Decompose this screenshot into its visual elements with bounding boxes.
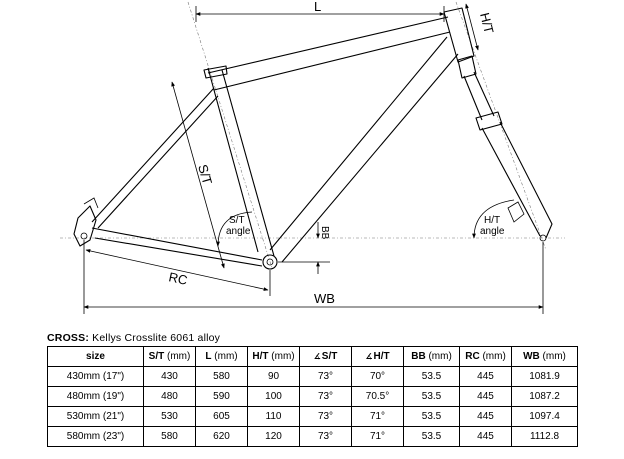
fork-lower [481, 121, 553, 239]
model-heading: CROSS: Kellys Crosslite 6061 alloy [47, 332, 220, 344]
head-tube [443, 7, 475, 63]
cell-bb: 53.5 [403, 426, 460, 447]
cell-st-angle: 73° [299, 366, 352, 387]
cell-ht-angle: 70° [351, 366, 404, 387]
cell-ht-angle: 70.5° [351, 386, 404, 407]
cell-st: 480 [143, 386, 196, 407]
label-l: L [314, 0, 321, 14]
table-header-row: size S/T (mm) L (mm) H/T (mm) ∡S/T ∡H/T … [47, 346, 578, 367]
header-st: S/T (mm) [143, 346, 196, 367]
label-st-angle-1: S/T [229, 215, 245, 226]
header-ht: H/T (mm) [247, 346, 300, 367]
rear-axle [80, 232, 88, 240]
cell-ht: 110 [247, 406, 300, 427]
cell-rc: 445 [459, 366, 512, 387]
label-st-angle-2: angle [226, 226, 251, 237]
cell-wb: 1097.4 [511, 406, 578, 427]
angle-icon: ∡ [365, 352, 373, 361]
cell-rc: 445 [459, 386, 512, 407]
table-row: 530mm (21") 530 605 110 73° 71° 53.5 445… [47, 406, 578, 427]
cell-rc: 445 [459, 406, 512, 427]
seat-collar [203, 65, 228, 79]
cell-l: 590 [195, 386, 248, 407]
seat-tube-axis [187, 1, 273, 269]
header-l: L (mm) [195, 346, 248, 367]
label-wb: WB [314, 291, 335, 306]
label-st: S/T [195, 163, 215, 187]
rear-dropout [73, 205, 97, 247]
label-ht: H/T [477, 11, 497, 35]
label-ht-angle-1: H/T [484, 215, 500, 226]
cell-st: 580 [143, 426, 196, 447]
cell-bb: 53.5 [403, 386, 460, 407]
ht-dimension-line [465, 3, 479, 51]
cell-l: 580 [195, 366, 248, 387]
table-row: 430mm (17") 430 580 90 73° 70° 53.5 445 … [47, 366, 578, 387]
label-ht-angle-2: angle [480, 226, 505, 237]
fork-stanchion [463, 71, 495, 121]
front-brake-mount [507, 201, 525, 223]
cell-size: 580mm (23") [47, 426, 144, 447]
rc-dimension-line [85, 249, 269, 291]
down-tube [269, 36, 459, 263]
header-bb: BB (mm) [403, 346, 460, 367]
frame-geometry-diagram: L H/T S/T S/T angle H/T angle BB RC WB [60, 0, 565, 314]
header-size: size [47, 346, 144, 367]
cell-ht: 90 [247, 366, 300, 387]
cell-ht: 120 [247, 426, 300, 447]
cell-ht-angle: 71° [351, 426, 404, 447]
cell-ht-angle: 71° [351, 406, 404, 427]
label-bb: BB [319, 226, 330, 240]
cell-st: 430 [143, 366, 196, 387]
cell-l: 605 [195, 406, 248, 427]
cell-l: 620 [195, 426, 248, 447]
header-rc: RC (mm) [459, 346, 512, 367]
front-axle [539, 234, 547, 242]
table-row: 480mm (19") 480 590 100 73° 70.5° 53.5 4… [47, 386, 578, 407]
fork-crown [475, 111, 503, 131]
model-prefix: CROSS: [47, 332, 90, 344]
cell-wb: 1087.2 [511, 386, 578, 407]
cell-ht: 100 [247, 386, 300, 407]
header-st-angle: ∡S/T [299, 346, 352, 367]
geometry-table: size S/T (mm) L (mm) H/T (mm) ∡S/T ∡H/T … [47, 346, 578, 447]
cell-size: 530mm (21") [47, 406, 144, 427]
cell-size: 480mm (19") [47, 386, 144, 407]
model-name: Kellys Crosslite 6061 alloy [89, 332, 221, 344]
ht-angle-arc [472, 199, 515, 239]
cell-bb: 53.5 [403, 406, 460, 427]
seat-stays [91, 87, 219, 229]
cell-wb: 1112.8 [511, 426, 578, 447]
cell-bb: 53.5 [403, 366, 460, 387]
table-row: 580mm (23") 580 620 120 73° 71° 53.5 445… [47, 426, 578, 447]
cell-st-angle: 73° [299, 386, 352, 407]
st-dimension-line [171, 81, 225, 269]
header-wb: WB (mm) [511, 346, 578, 367]
cell-size: 430mm (17") [47, 366, 144, 387]
top-tube [207, 16, 451, 91]
label-rc: RC [167, 269, 188, 288]
cell-rc: 445 [459, 426, 512, 447]
angle-icon: ∡ [313, 352, 321, 361]
cell-st: 530 [143, 406, 196, 427]
rear-brake-mount [83, 197, 99, 209]
cell-wb: 1081.9 [511, 366, 578, 387]
cell-st-angle: 73° [299, 426, 352, 447]
steerer-headset [457, 55, 477, 79]
st-angle-arc [216, 211, 253, 247]
cell-st-angle: 73° [299, 406, 352, 427]
header-ht-angle: ∡H/T [351, 346, 404, 367]
